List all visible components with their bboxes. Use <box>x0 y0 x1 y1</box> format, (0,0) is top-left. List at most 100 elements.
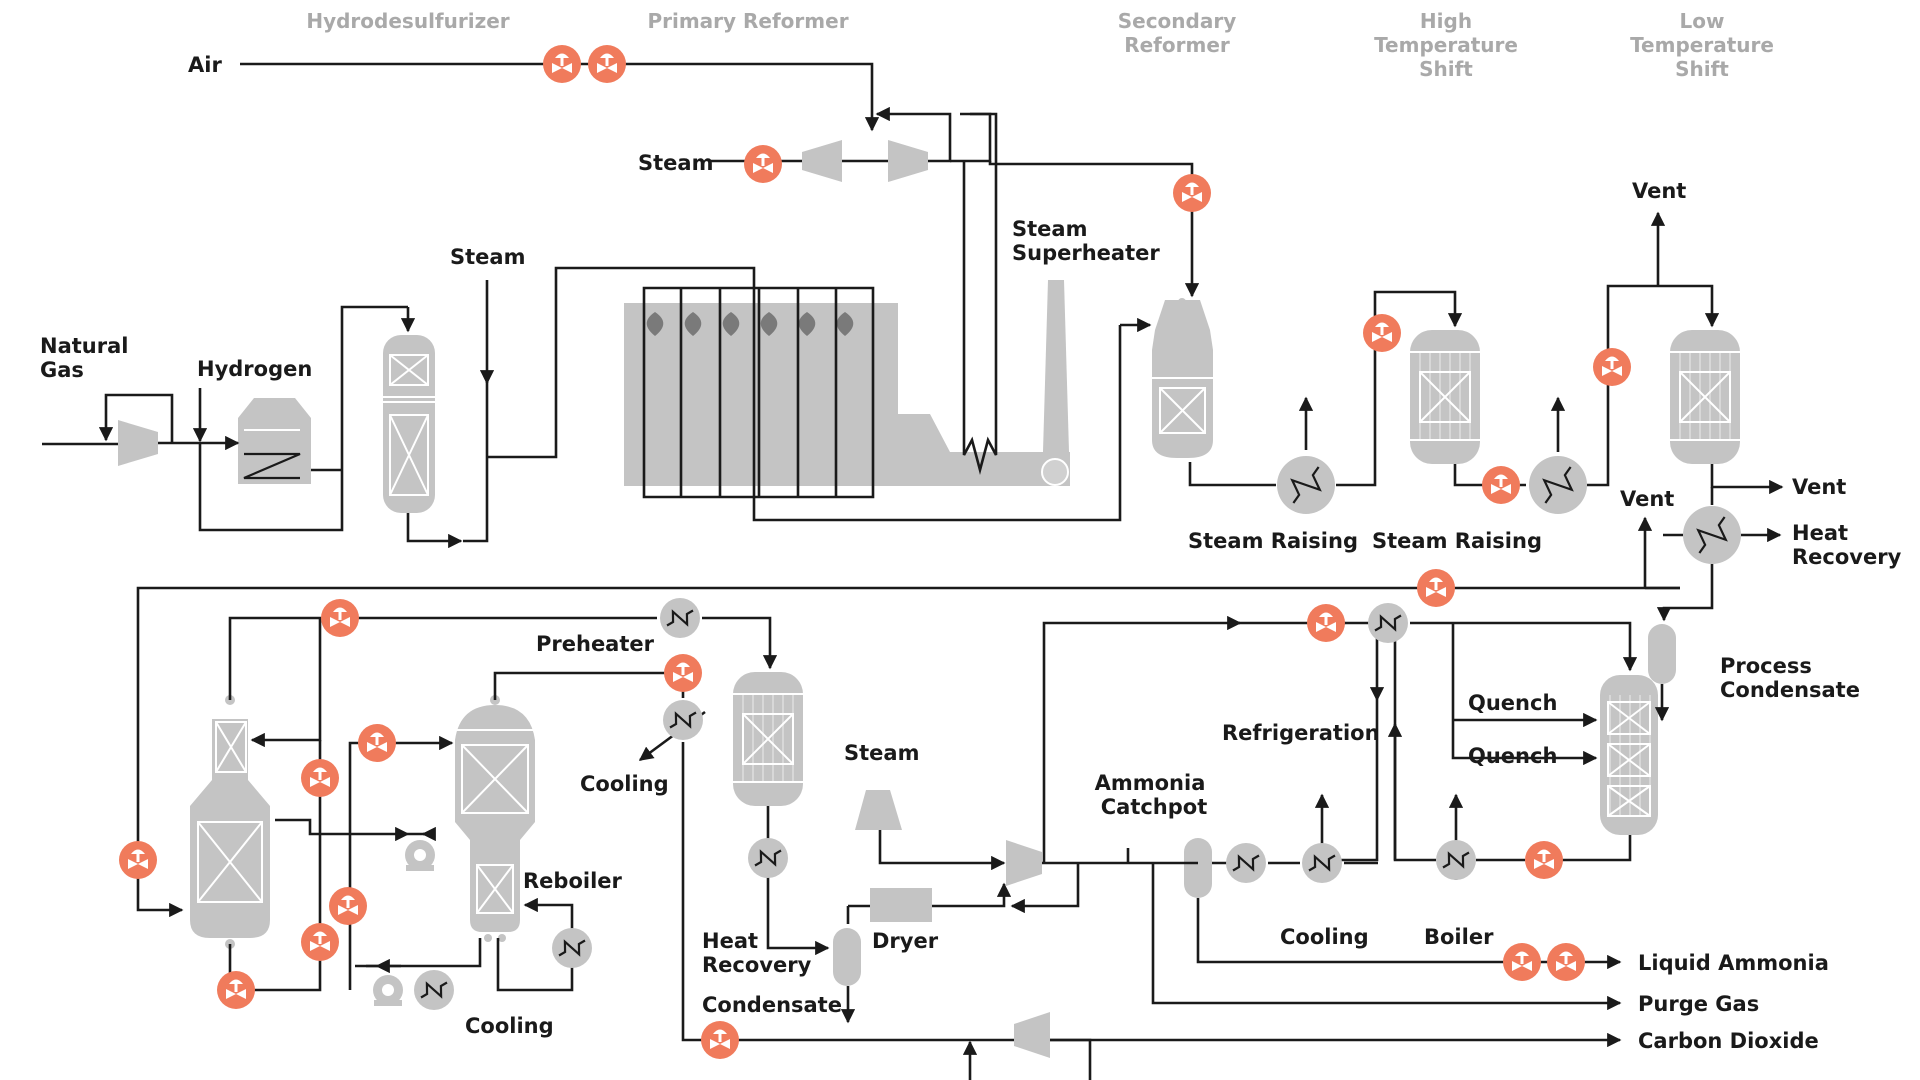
loop-exchanger-1-icon <box>1224 841 1268 885</box>
label-liquid-ammonia: Liquid Ammonia <box>1638 951 1829 975</box>
label-refrigeration: Refrigeration <box>1222 721 1380 745</box>
control-valve-icon <box>1593 348 1631 386</box>
feed-compressor-icon <box>118 420 158 466</box>
flame-icon <box>798 312 816 336</box>
control-valve-icon <box>1417 569 1455 607</box>
control-valve-icon <box>744 145 782 183</box>
high-temperature-shift-vessel <box>1410 330 1480 464</box>
flame-icon <box>760 312 778 336</box>
label-steam-raising-1: Steam Raising <box>1188 529 1358 553</box>
label-reboiler: Reboiler <box>523 869 623 893</box>
secondary-reformer-vessel <box>1152 298 1213 458</box>
label-carbon-dioxide: Carbon Dioxide <box>1638 1029 1819 1053</box>
line-methanator-out <box>766 806 830 956</box>
line-regenerator-overhead <box>493 671 685 700</box>
condensate-knockout-drum <box>833 928 861 986</box>
line-secondary-out <box>1188 462 1276 487</box>
line-air-recycle <box>875 106 952 163</box>
preheater-exchanger-icon <box>658 596 702 640</box>
line-heater-bypass <box>198 305 408 532</box>
line-co2-out <box>681 742 1014 1042</box>
line-dryer-to-compressor <box>932 882 1012 908</box>
line-purge-gas <box>1151 863 1622 1011</box>
control-valve-icon <box>664 654 702 692</box>
line-gas-to-absorber <box>136 586 1680 918</box>
line-co2-recycle <box>962 1038 1092 1080</box>
section-headers: Hydrodesulfurizer Primary Reformer Secon… <box>306 9 1774 81</box>
co2-regenerator-column <box>455 695 535 942</box>
line-steam-down <box>463 380 489 543</box>
label-purge-gas: Purge Gas <box>1638 992 1759 1016</box>
dryer-steam-turbine-icon <box>855 790 902 830</box>
label-heat-recovery-right-1: Heat <box>1792 521 1848 545</box>
steam-raising-2-icon <box>1527 454 1589 516</box>
control-valve-icon <box>301 759 339 797</box>
line-compressor-recycle <box>1010 863 1080 914</box>
heat-recovery-exchanger-icon <box>1681 504 1743 566</box>
line-loop-to-converter <box>1410 621 1638 672</box>
label-heat-recovery-left-1: Heat <box>702 929 758 953</box>
line-air <box>240 62 880 132</box>
flame-icon <box>836 312 854 336</box>
label-process-condensate-2: Condensate <box>1720 678 1860 702</box>
hydrodesulfurizer-column <box>383 335 435 513</box>
heat-recovery-exchanger-small-icon <box>746 836 790 880</box>
control-valve-icon <box>358 724 396 762</box>
dryer-unit <box>870 888 932 922</box>
line-quench-2 <box>1451 623 1598 766</box>
air-compressor-1-icon <box>802 140 842 182</box>
label-natural-gas-2: Gas <box>40 358 84 382</box>
label-heat-recovery-left-2: Recovery <box>702 953 812 977</box>
header-primary-reformer: Primary Reformer <box>647 9 848 33</box>
line-hds-out <box>406 513 463 549</box>
line-loop-return <box>1393 623 1436 862</box>
label-condensate: Condensate <box>702 993 842 1017</box>
pump-icon <box>405 840 435 871</box>
label-quench-1: Quench <box>1468 691 1557 715</box>
label-natural-gas-1: Natural <box>40 334 128 358</box>
header-lts-2: Temperature <box>1630 33 1774 57</box>
line-steam-to-compressor <box>878 830 1006 871</box>
control-valve-icon <box>1547 943 1585 981</box>
line-to-methanator <box>702 616 778 670</box>
label-steam-superheater-1: Steam <box>1012 217 1087 241</box>
label-vent-right: Vent <box>1792 475 1846 499</box>
flame-icon <box>684 312 702 336</box>
label-air: Air <box>188 53 222 77</box>
flame-icon <box>646 312 664 336</box>
boiler-exchanger-icon <box>1434 838 1478 882</box>
control-valve-icon <box>321 599 359 637</box>
header-secondary-reformer-2: Reformer <box>1124 33 1230 57</box>
label-preheater: Preheater <box>536 632 655 656</box>
process-condensate-separator <box>1648 624 1676 684</box>
header-hts-2: Temperature <box>1374 33 1518 57</box>
line-rich-to-regenerator <box>348 735 454 990</box>
label-steam-superheater-2: Superheater <box>1012 241 1160 265</box>
label-cooling-bottom: Cooling <box>465 1014 554 1038</box>
line-reformer-feed <box>487 266 1122 522</box>
line-to-secondary-reformer-top <box>988 161 1200 298</box>
control-valve-icon <box>217 971 255 1009</box>
line-to-lts <box>1587 284 1720 487</box>
control-valve-icon <box>301 923 339 961</box>
line-to-loop-top <box>1042 615 1242 863</box>
line-absorber-bottom <box>228 740 322 992</box>
burner-row <box>646 312 854 336</box>
label-vent-top: Vent <box>1632 179 1686 203</box>
cooling-bottom-exchanger-icon <box>412 968 456 1012</box>
label-boiler: Boiler <box>1424 925 1494 949</box>
label-ammonia-catchpot-1: Ammonia <box>1095 771 1206 795</box>
label-ammonia-catchpot-2: Catchpot <box>1101 795 1208 819</box>
line-steam-superheater-coil <box>962 112 998 476</box>
label-cooling-loop: Cooling <box>1280 925 1369 949</box>
cooling-loop-exchanger-icon <box>1300 841 1344 885</box>
label-steam-dryer: Steam <box>844 741 919 765</box>
header-hydrodesulfurizer: Hydrodesulfurizer <box>306 9 509 33</box>
line-refrigeration-out <box>1338 700 1379 862</box>
line-reboiler-out <box>496 938 508 992</box>
label-quench-2: Quench <box>1468 744 1557 768</box>
line-lean-solvent <box>250 618 322 748</box>
co2-absorber-column <box>190 695 270 949</box>
stream-labels: Air Steam Steam Natural Gas Hydrogen Ste… <box>40 53 1902 1053</box>
